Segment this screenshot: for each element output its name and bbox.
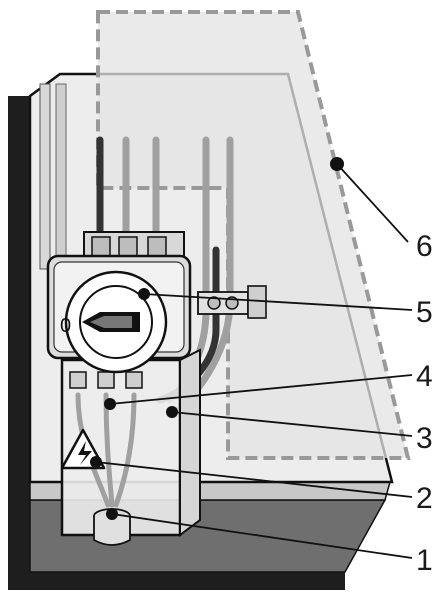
leader-lines (95, 163, 413, 559)
callout-4: 4 (416, 360, 433, 393)
terminal-lug (125, 371, 143, 389)
cable-gland-body (93, 516, 131, 546)
terminal-box-side (179, 348, 201, 537)
leader-1 (111, 513, 413, 559)
leader-dots (90, 157, 344, 520)
leader-4 (109, 374, 413, 405)
leader-5 (143, 293, 413, 311)
terminal-lug (97, 371, 115, 389)
switch-top-terminals (91, 236, 167, 258)
leader-dot-5 (138, 288, 150, 300)
callout-5: 5 (416, 296, 433, 329)
left-rail (39, 83, 51, 270)
leader-dot-1 (106, 508, 118, 520)
leader-dot-2 (90, 456, 102, 468)
terminal-lug (69, 371, 87, 389)
protective-cover (96, 10, 411, 460)
leader-dot-3 (166, 406, 178, 418)
leader-dot-6 (330, 157, 344, 171)
leader-6 (336, 163, 409, 243)
rotary-switch-icon[interactable] (64, 270, 168, 374)
leader-3 (171, 411, 413, 437)
callout-6: 6 (416, 230, 433, 263)
leader-2 (95, 461, 413, 498)
callout-1: 1 (416, 544, 433, 577)
callout-3: 3 (416, 422, 433, 455)
left-rail-inner (55, 83, 67, 270)
callout-2: 2 (416, 482, 433, 515)
leader-dot-4 (104, 398, 116, 410)
switch-position-mark: 0 (60, 315, 71, 337)
